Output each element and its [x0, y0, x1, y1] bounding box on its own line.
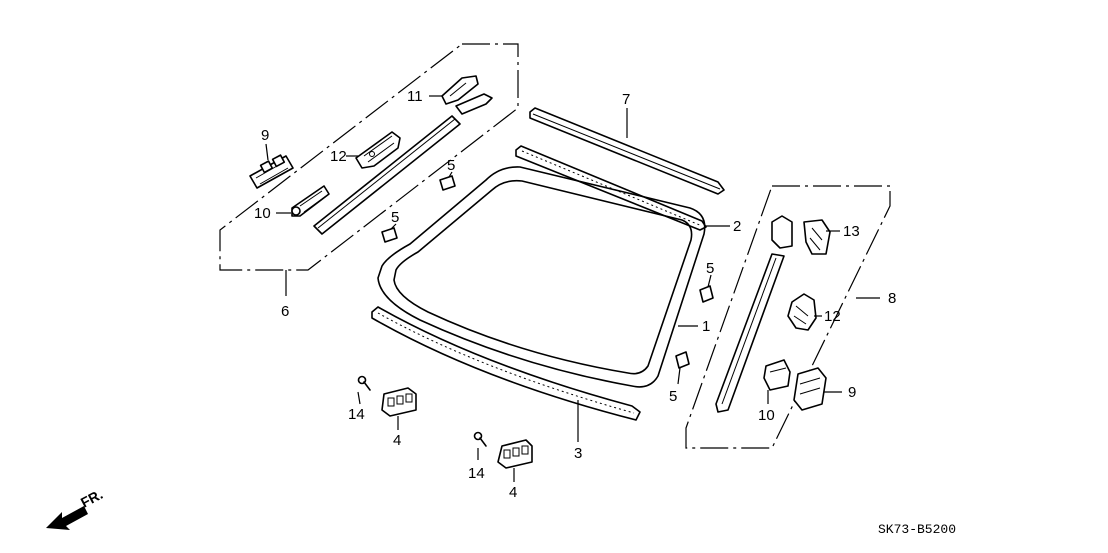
group-6-boundary	[219, 43, 519, 271]
diagram-code: SK73-B5200	[878, 522, 956, 537]
side-molding-left	[313, 115, 461, 235]
part-9-clip-right	[793, 367, 827, 411]
part-5-clip-d	[675, 351, 690, 369]
part-12-bracket-right	[787, 293, 817, 331]
part-9-clip-left	[249, 154, 294, 189]
callout-14a: 14	[348, 406, 365, 423]
callout-7: 7	[622, 91, 630, 108]
leader-5b	[390, 223, 397, 230]
callout-2: 2	[733, 218, 741, 235]
front-arrow-icon	[46, 506, 88, 530]
part-7-roof-molding	[529, 107, 725, 195]
group-8-boundary	[685, 185, 891, 449]
callout-9a: 9	[261, 127, 269, 144]
pillar-cap-right	[771, 215, 793, 249]
part-14-screw-b	[473, 431, 487, 447]
part-3-lower-molding	[371, 306, 641, 421]
part-5-clip-c	[699, 285, 714, 303]
callout-12b: 12	[824, 308, 841, 325]
part-10-clip-right	[763, 359, 791, 391]
part-14-screw-a	[357, 375, 371, 391]
leader-14a	[357, 391, 361, 405]
callout-5d: 5	[669, 388, 677, 405]
callout-10a: 10	[254, 205, 271, 222]
leader-9a	[265, 143, 269, 161]
part-10-clip-left	[291, 185, 330, 217]
leader-5d	[677, 367, 681, 385]
leader-5a	[448, 171, 453, 178]
part-4-bracket-a	[381, 387, 417, 417]
callout-3: 3	[574, 445, 582, 462]
part-13-clip	[803, 219, 831, 255]
part-12-bracket-left	[355, 131, 401, 169]
leader-5c	[707, 274, 712, 288]
part-4-bracket-b	[497, 439, 533, 469]
callout-1: 1	[702, 318, 710, 335]
part-5-clip-a	[439, 175, 456, 191]
callout-4b: 4	[509, 484, 517, 501]
callout-14b: 14	[468, 465, 485, 482]
callout-5b: 5	[391, 209, 399, 226]
callout-9b: 9	[848, 384, 856, 401]
callout-5a: 5	[447, 157, 455, 174]
callout-4a: 4	[393, 432, 401, 449]
callout-12a: 12	[330, 148, 347, 165]
callout-10b: 10	[758, 407, 775, 424]
callout-11: 11	[407, 88, 423, 105]
pillar-molding-right	[715, 253, 785, 413]
front-direction-indicator: FR.	[46, 486, 105, 530]
front-direction-label: FR.	[78, 486, 105, 511]
callout-5c: 5	[706, 260, 714, 277]
callout-8: 8	[888, 290, 896, 307]
part-1-windshield-glass	[377, 166, 706, 388]
part-11-corner-pieces	[441, 75, 493, 115]
callout-6: 6	[281, 303, 289, 320]
part-2-upper-molding	[515, 145, 707, 231]
part-5-clip-b	[381, 227, 398, 243]
callout-13: 13	[843, 223, 860, 240]
